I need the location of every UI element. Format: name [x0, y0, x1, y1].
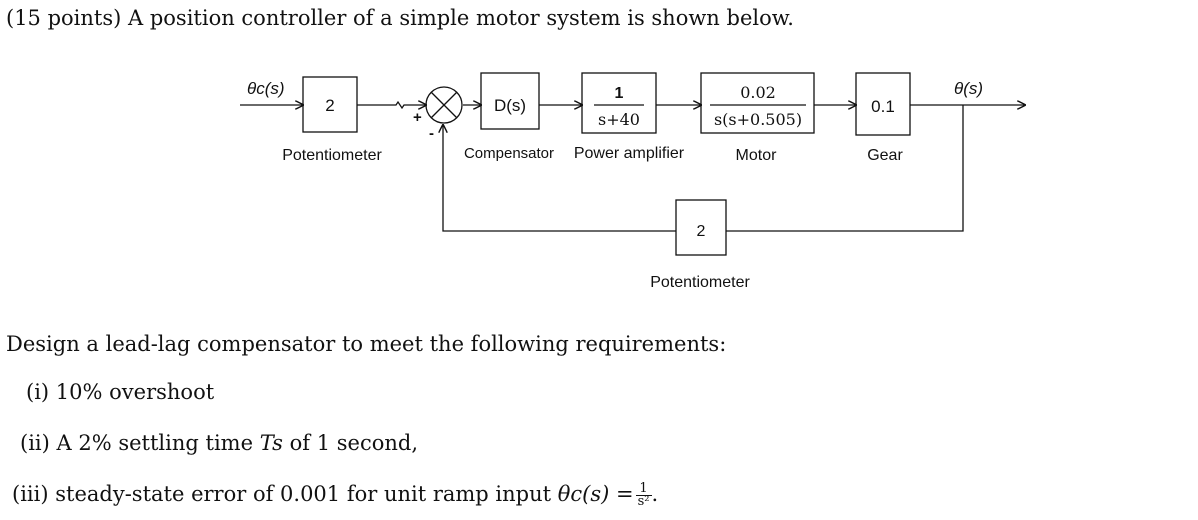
- motor-numerator: 0.02: [740, 83, 776, 102]
- gear-block: [855, 72, 911, 136]
- motor-denominator: s(s+0.505): [714, 110, 802, 129]
- feedback-left-line: [443, 125, 676, 232]
- feedback-right-line: [726, 105, 964, 232]
- summing-junction-cross: [430, 91, 458, 119]
- motor-caption: Motor: [736, 147, 778, 164]
- requirement-settling-time: (ii) A 2% settling time Ts of 1 second,: [20, 431, 418, 455]
- requirement-text-end: of 1 second,: [289, 431, 419, 455]
- power-amplifier-denominator: s+40: [598, 110, 640, 129]
- compensator-caption: Compensator: [464, 145, 554, 162]
- requirement-steady-state-error: (iii) steady-state error of 0.001 for un…: [12, 482, 658, 508]
- input-potentiometer-caption: Potentiometer: [282, 147, 382, 164]
- motor-block: [700, 72, 815, 134]
- output-label: θ(s): [954, 79, 983, 98]
- feedback-potentiometer-block: [675, 199, 727, 256]
- power-amplifier-numerator: 1: [615, 85, 624, 102]
- requirement-text: 10% overshoot: [55, 380, 215, 404]
- summing-junction: [425, 86, 463, 124]
- input-potentiometer-block: [302, 76, 358, 133]
- requirement-text: A 2% settling time: [56, 431, 254, 455]
- feedback-potentiometer-gain: 2: [697, 223, 706, 240]
- summing-minus-sign: -: [429, 125, 434, 142]
- input-potentiometer-gain: 2: [325, 96, 334, 115]
- requirement-marker: (i): [26, 380, 50, 404]
- feedback-potentiometer-caption: Potentiometer: [650, 274, 750, 291]
- requirement-overshoot: (i) 10% overshoot: [26, 380, 214, 404]
- fraction-denominator: s²: [637, 494, 650, 509]
- requirement-marker: (ii): [20, 431, 50, 455]
- compensator-block: [480, 72, 540, 130]
- fraction-numerator: 1: [635, 482, 652, 496]
- block-diagram: θc(s) θ(s) + - 2 D(s) 1 s+40 0.02 s(s+0.…: [240, 72, 1198, 291]
- requirement-text-end: .: [651, 482, 659, 506]
- power-amplifier-caption: Power amplifier: [574, 145, 685, 162]
- compensator-label: D(s): [494, 96, 526, 115]
- power-amplifier-block: [581, 72, 657, 134]
- requirement-marker: (iii): [12, 482, 49, 506]
- input-label: θc(s): [247, 79, 285, 98]
- requirement-text: steady-state error of 0.001 for unit ram…: [55, 482, 552, 506]
- pot-to-sum-line: [357, 102, 426, 108]
- ramp-input-expression: θc(s) =: [557, 482, 634, 506]
- gear-caption: Gear: [867, 147, 903, 164]
- design-intro: Design a lead-lag compensator to meet th…: [6, 332, 727, 356]
- problem-statement: (15 points) A position controller of a s…: [6, 6, 794, 30]
- gear-ratio: 0.1: [871, 97, 895, 116]
- summing-plus-sign: +: [413, 109, 422, 126]
- settling-time-symbol: Ts: [259, 431, 283, 455]
